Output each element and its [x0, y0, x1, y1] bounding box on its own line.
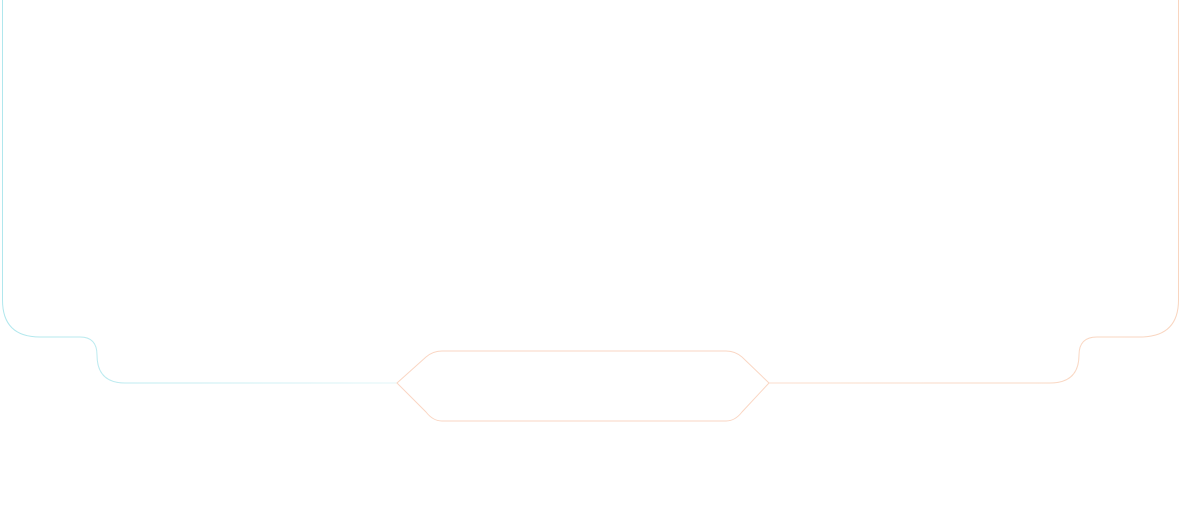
- content-panel: [2, 0, 1178, 336]
- frame-main-path: [2, 0, 1179, 384]
- center-tab-outline: [396, 350, 770, 422]
- center-tab-button[interactable]: [398, 351, 768, 421]
